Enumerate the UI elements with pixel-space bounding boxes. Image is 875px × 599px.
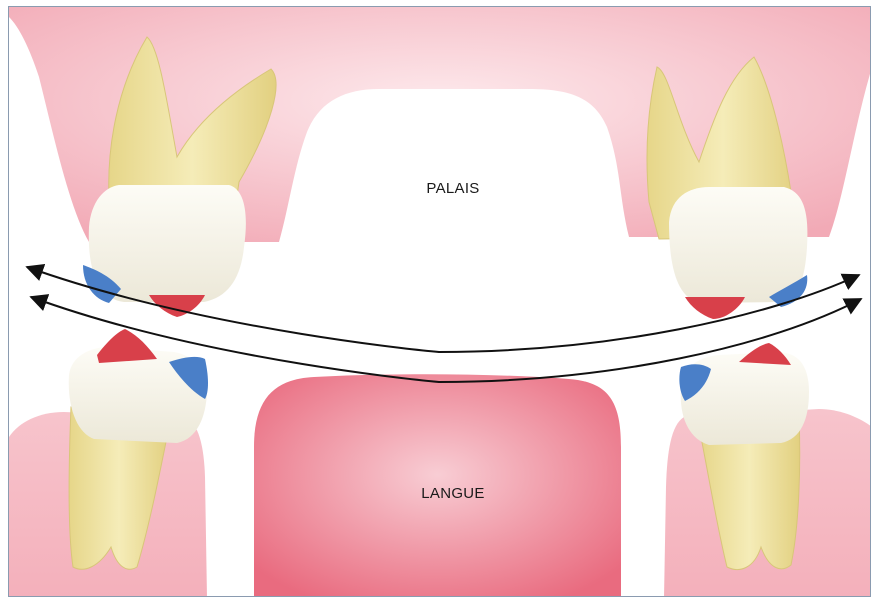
tongue-label: LANGUE [421, 485, 485, 502]
palate-label: PALAIS [426, 180, 479, 197]
diagram-frame: PALAIS LANGUE [8, 6, 871, 597]
mouth-cross-section [9, 7, 871, 597]
